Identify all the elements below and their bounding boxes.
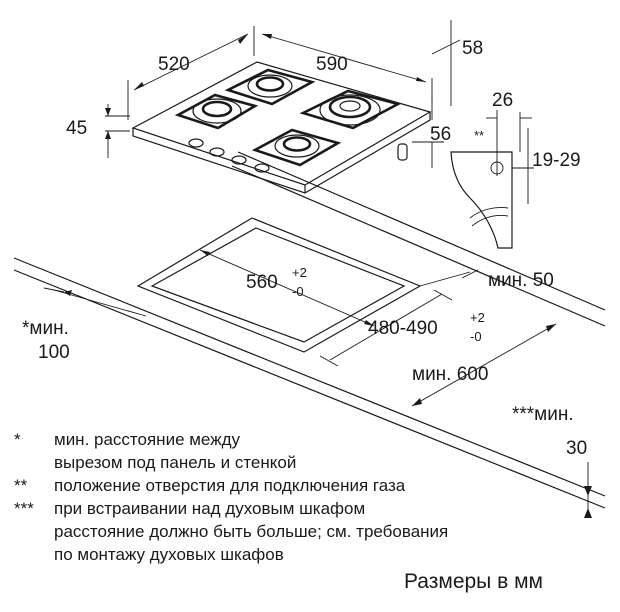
svg-text:58: 58 [462,38,483,59]
burner-top-center [224,68,316,106]
gas-connection-detail: 26 ** 19-29 [450,90,581,249]
footnote-2: ** положение отверстия для подключения г… [14,476,406,495]
svg-text:-0: -0 [470,329,482,344]
footnote-3: *** при встраивании над духовым шкафом р… [14,499,449,564]
burner-top-left [174,93,259,130]
svg-text:+2: +2 [292,265,307,280]
footnotes: * мин. расстояние между вырезом под пане… [14,428,448,566]
dim-min-30: ***мин. 30 [512,404,592,518]
control-knobs [188,138,408,173]
svg-text:56: 56 [430,124,451,145]
dim-520: 520 [127,26,255,120]
dim-min-50: мин. 50 [419,269,554,291]
svg-text:45: 45 [66,118,87,139]
svg-text:+2: +2 [470,310,485,325]
dim-560: 560 +2 -0 [199,249,375,327]
svg-text:-0: -0 [292,284,304,299]
dim-min-600: мин. 600 [411,323,557,407]
svg-text:мин. 50: мин. 50 [488,270,554,291]
svg-text:**: ** [474,128,484,143]
countertop [13,151,606,509]
svg-text:19-29: 19-29 [532,150,581,171]
units-caption: Размеры в мм [404,570,543,593]
dim-min-100: *мин. 100 [22,287,147,363]
footnote-1: * мин. расстояние между вырезом под пане… [14,430,297,472]
svg-text:520: 520 [158,54,190,75]
svg-text:***мин.: ***мин. [512,404,574,425]
svg-text:*мин.: *мин. [22,318,69,339]
svg-text:590: 590 [316,54,348,75]
svg-text:560: 560 [246,272,278,293]
dim-58: 58 [431,20,483,106]
dim-56: 56 [412,96,451,168]
hob-outline [131,61,432,194]
svg-text:26: 26 [492,90,513,111]
burner-bottom-center [251,128,342,167]
svg-text:мин. 600: мин. 600 [412,364,488,385]
burner-right-large [299,89,402,130]
svg-text:30: 30 [566,438,587,459]
svg-text:480-490: 480-490 [368,318,438,339]
svg-text:100: 100 [38,342,70,363]
dim-480-490: 480-490 +2 -0 [319,289,485,367]
dim-45: 45 [66,104,130,158]
